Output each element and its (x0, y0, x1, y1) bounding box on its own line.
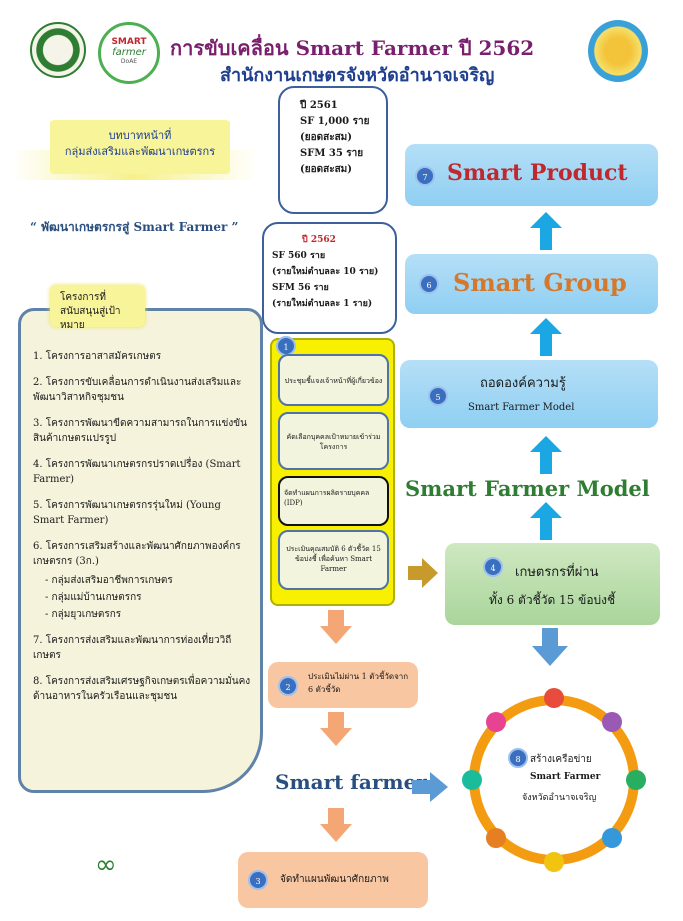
step3-text: จัดทำแผนพัฒนาศักยภาพ (280, 874, 389, 885)
page-title: การขับเคลื่อน Smart Farmer ปี 2562 (170, 36, 535, 60)
down-arrow-to-network (532, 628, 568, 666)
step2-text: ประเมินไม่ผ่าน 1 ตัวชี้วัดจาก 6 ตัวชี้วั… (308, 672, 409, 694)
step5-number: 5 (428, 386, 448, 406)
logo-text-farmer: farmer (112, 47, 146, 58)
role-title: บทบาทหน้าที่ (108, 129, 172, 142)
step3-box: 3 จัดทำแผนพัฒนาศักยภาพ (238, 852, 428, 908)
stats-2562: ปี 2562 SF 560 ราย (รายใหม่ตำบลละ 10 ราย… (262, 222, 397, 334)
step5-box: 5 ถอดองค์ความรู้ Smart Farmer Model (400, 360, 658, 428)
project-subitem-1: - กลุ่มส่งเสริมอาชีพการเกษตร (45, 575, 173, 586)
step2-number: 2 (278, 676, 298, 696)
slogan: “ พัฒนาเกษตรกรสู่ Smart Farmer ” (30, 220, 239, 234)
stats-2561-sf: SF 1,000 ราย (300, 116, 370, 127)
project-item-7: 7. โครงการส่งเสริมและพัฒนาการท่องเที่ยวว… (33, 635, 232, 661)
project-item-8: 8. โครงการส่งเสริมเศรษฐกิจเกษตรเพื่อความ… (33, 676, 251, 702)
down-arrow-1 (320, 610, 352, 644)
step3-number: 3 (248, 870, 268, 890)
down-arrow-2 (320, 712, 352, 746)
step4-number: 4 (483, 557, 503, 577)
step8-number: 8 (508, 748, 528, 768)
step5-line1: ถอดองค์ความรู้ (480, 376, 566, 391)
department-logo (30, 22, 86, 78)
smart-farmer-logo: SMART farmer DoAE (98, 22, 160, 84)
up-arrow-4 (530, 212, 562, 250)
up-arrow-1 (530, 502, 562, 540)
stats-2561-year: ปี 2561 (300, 100, 338, 111)
down-arrow-3 (320, 808, 352, 842)
step4-line1: เกษตรกรที่ผ่าน (515, 565, 599, 580)
stats-2562-sf-note: (รายใหม่ตำบลละ 10 ราย) (272, 267, 379, 277)
infinity-icon: ∞ (95, 850, 117, 880)
step6-number: 6 (419, 274, 439, 294)
stats-2561-sfm: SFM 35 ราย (300, 148, 364, 159)
step7-box: 7 Smart Product (405, 144, 658, 206)
step5-line2: Smart Farmer Model (468, 402, 575, 413)
right-arrow-to-network (412, 772, 448, 802)
stats-2561-sfm-note: (ยอดสะสม) (300, 164, 352, 175)
stats-2561: ปี 2561 SF 1,000 ราย (ยอดสะสม) SFM 35 รา… (278, 86, 388, 214)
smart-farmer-label: Smart farmer (275, 770, 427, 794)
step1-number: 1 (276, 336, 296, 356)
step8-line3: จังหวัดอำนาจเจริญ (522, 793, 597, 803)
step4-line2: ทั้ง 6 ตัวชี้วัด 15 ข้อบ่งชี้ (489, 593, 616, 607)
network-ring (462, 688, 646, 872)
step2-box: 2 ประเมินไม่ผ่าน 1 ตัวชี้วัดจาก 6 ตัวชี้… (268, 662, 418, 708)
step8-line1: สร้างเครือข่าย (530, 754, 592, 765)
projects-heading: โครงการที่สนับสนุนสู่เป้าหมาย (50, 285, 145, 331)
stats-2562-sfm-note: (รายใหม่ตำบลละ 1 ราย) (272, 299, 373, 309)
smart-farmer-model-label: Smart Farmer Model (405, 476, 650, 501)
role-division: กลุ่มส่งเสริมและพัฒนาเกษตรกร (64, 145, 216, 158)
role-box: บทบาทหน้าที่ กลุ่มส่งเสริมและพัฒนาเกษตรก… (50, 120, 230, 174)
step4-box: 4 เกษตรกรที่ผ่าน ทั้ง 6 ตัวชี้วัด 15 ข้อ… (445, 543, 660, 625)
step7-number: 7 (415, 166, 435, 186)
up-arrow-3 (530, 318, 562, 356)
step1-box-meeting: ประชุมชี้แจงเจ้าหน้าที่ผู้เกี่ยวข้อง (278, 354, 389, 406)
step1-box-select: คัดเลือกบุคคลเป้าหมายเข้าร่วมโครงการ (278, 412, 389, 470)
logo-text-smart: SMART (111, 37, 147, 47)
step1-box-evaluate: ประเมินคุณสมบัติ 6 ตัวชี้วัด 15 ข้อบ่งชี… (278, 530, 389, 590)
step1-column: 1 ประชุมชี้แจงเจ้าหน้าที่ผู้เกี่ยวข้อง ค… (270, 336, 395, 606)
stats-2562-sf: SF 560 ราย (272, 251, 326, 261)
project-subitem-2: - กลุ่มแม่บ้านเกษตรกร (45, 592, 142, 603)
project-item-3: 3. โครงการพัฒนาขีดความสามารถในการแข่งขัน… (33, 418, 247, 444)
project-item-4: 4. โครงการพัฒนาเกษตรกรปราดเปรื่อง (Smart… (33, 459, 241, 485)
project-item-2: 2. โครงการขับเคลื่อนการดำเนินงานส่งเสริม… (33, 377, 242, 403)
stats-2561-sf-note: (ยอดสะสม) (300, 132, 352, 143)
project-item-6: 6. โครงการเสริมสร้างและพัฒนาศักยภาพองค์ก… (33, 541, 241, 567)
stats-2562-year: ปี 2562 (302, 235, 336, 245)
people-ring-icon (462, 688, 646, 872)
step6-text: Smart Group (453, 268, 627, 297)
province-logo (588, 20, 648, 82)
up-arrow-2 (530, 436, 562, 474)
project-subitem-3: - กลุ่มยุวเกษตรกร (45, 609, 122, 620)
project-item-1: 1. โครงการอาสาสมัครเกษตร (33, 351, 162, 362)
page-subtitle: สำนักงานเกษตรจังหวัดอำนาจเจริญ (220, 65, 495, 86)
project-item-5: 5. โครงการพัฒนาเกษตรกรรุ่นใหม่ (Young Sm… (33, 500, 221, 526)
projects-panel: 1. โครงการอาสาสมัครเกษตร 2. โครงการขับเค… (18, 308, 263, 793)
step1-box-idp: จัดทำแผนการผลิตรายบุคคล (IDP) (278, 476, 389, 526)
step8-line2: Smart Farmer (530, 772, 601, 782)
logo-text-doae: DoAE (120, 58, 138, 65)
step6-box: 6 Smart Group (405, 254, 658, 314)
stats-2562-sfm: SFM 56 ราย (272, 283, 329, 293)
right-arrow-to-step4 (408, 558, 438, 588)
step7-text: Smart Product (447, 160, 628, 186)
